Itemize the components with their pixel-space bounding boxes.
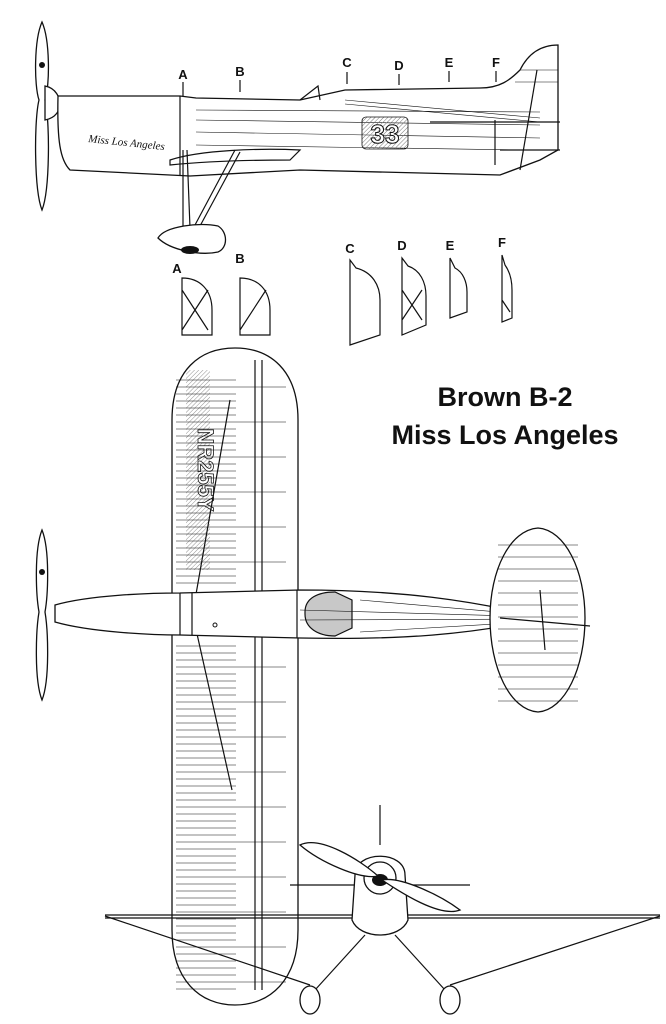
top-wing: NR255Y [171,347,299,1006]
title-line-2: Miss Los Angeles [391,420,619,450]
station-markers: A B C D E F [178,55,500,96]
front-propeller [298,842,462,913]
section-label-a: A [172,261,182,276]
top-propeller [35,528,49,702]
cross-sections: A B C D E F [172,235,513,346]
top-tail [489,527,591,713]
title-line-1: Brown B-2 [437,382,573,412]
cockpit-canopy [304,591,353,637]
section-label-f: F [498,235,506,250]
side-view: Miss Los Angeles 33 A B C D E F [34,20,560,254]
station-label-b: B [235,64,244,79]
top-view: NR255Y [35,347,591,1006]
section-label-b: B [235,251,244,266]
section-label-e: E [446,238,455,253]
side-propeller [34,20,61,212]
race-number-patch [361,116,409,150]
station-label-d: D [394,58,403,73]
top-fuselage [54,589,546,640]
station-label-e: E [445,55,454,70]
wing-registration: NR255Y [193,428,218,511]
side-fuselage: Miss Los Angeles 33 [57,44,560,177]
front-view [104,805,661,1015]
right-wheel-fairing [439,985,461,1015]
station-label-f: F [492,55,500,70]
side-landing-gear [157,149,241,254]
section-label-c: C [345,241,355,256]
station-label-c: C [342,55,352,70]
left-wheel-fairing [299,985,321,1015]
race-number: 33 [371,119,400,149]
section-label-d: D [397,238,406,253]
station-label-a: A [178,67,188,82]
